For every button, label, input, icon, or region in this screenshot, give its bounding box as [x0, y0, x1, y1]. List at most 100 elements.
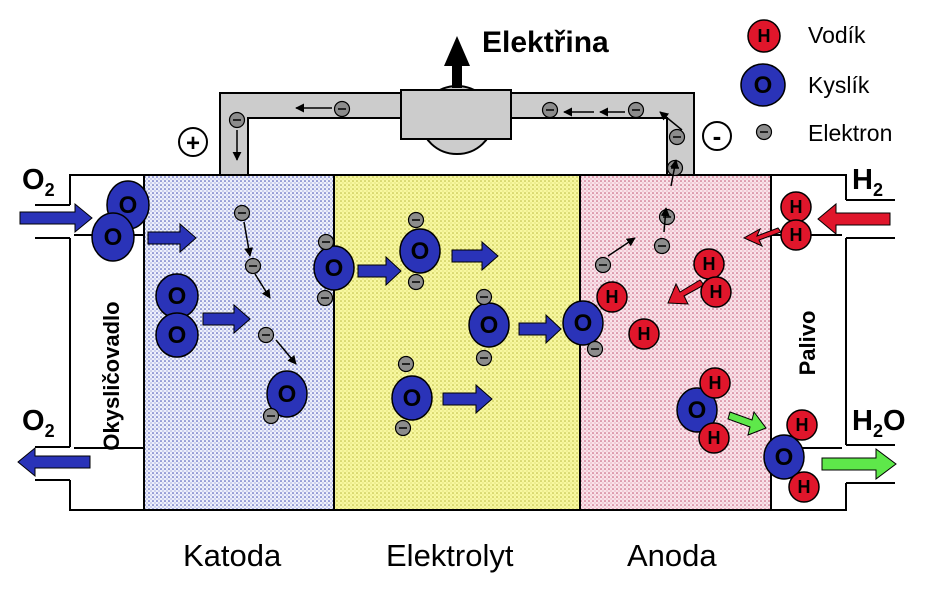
oxygen-atom: O	[676, 387, 718, 433]
cathode-label: Katoda	[183, 538, 282, 573]
legend-electron-icon	[755, 123, 773, 141]
electrons	[228, 100, 773, 437]
svg-text:O: O	[168, 322, 187, 349]
cathode-arrow-icon	[202, 303, 251, 335]
electron	[594, 256, 612, 274]
electrolyte-arrow-icon	[357, 255, 402, 287]
electrolyte-label: Elektrolyt	[386, 538, 514, 573]
cathode-arrow-icon	[147, 222, 197, 254]
electron	[653, 237, 671, 255]
electrolyte-zone	[333, 174, 581, 511]
svg-text:H: H	[710, 282, 723, 302]
h2-in-label: H2	[852, 164, 883, 200]
svg-text:H: H	[606, 287, 619, 307]
legend-oxygen-icon: O	[740, 63, 786, 107]
oxygen-atom: O	[155, 273, 199, 319]
electron	[228, 111, 246, 129]
o2-out-arrow-icon	[17, 446, 91, 478]
anode-zone	[579, 174, 772, 511]
legend-oxygen-label: Kyslík	[808, 72, 870, 98]
h2-in-arrow-icon	[817, 202, 891, 236]
electrolyte-arrow-icon	[518, 313, 562, 345]
svg-text:O: O	[119, 192, 138, 219]
oxygen-atom: O	[91, 212, 135, 262]
svg-text:O: O	[104, 224, 123, 251]
electron	[668, 128, 686, 146]
svg-text:O: O	[688, 397, 707, 424]
electron	[317, 233, 335, 251]
electron	[333, 100, 351, 118]
anode-label: Anoda	[627, 538, 717, 573]
electron	[407, 273, 425, 291]
svg-text:H: H	[703, 254, 716, 274]
water-arrow-icon	[727, 410, 767, 436]
hydrogen-atom: H	[699, 367, 731, 399]
electron	[658, 208, 676, 226]
negative-terminal-sign: -	[713, 121, 722, 151]
electricity-up-arrow-icon	[444, 36, 470, 88]
svg-text:O: O	[325, 255, 344, 282]
legend-hydrogen-icon: H	[747, 19, 781, 53]
svg-text:O: O	[278, 381, 297, 408]
o2-in-label: O2	[22, 164, 55, 200]
oxygen-atom: O	[399, 228, 441, 274]
h2o-out-label: H2O	[852, 405, 906, 441]
electron	[233, 204, 251, 222]
electron	[397, 355, 415, 373]
svg-text:H: H	[709, 373, 722, 393]
electrolyte-arrow-icon	[442, 383, 493, 415]
svg-text:O: O	[168, 283, 187, 310]
legend-hydrogen-label: Vodík	[808, 22, 866, 48]
electron	[262, 407, 280, 425]
svg-text:H: H	[790, 225, 803, 245]
electron	[407, 211, 425, 229]
o2-in-arrow-icon	[19, 202, 93, 234]
svg-text:H: H	[708, 428, 721, 448]
h2o-out-arrow-icon	[821, 448, 897, 480]
electrolyte-arrow-icon	[451, 240, 499, 272]
electron	[316, 289, 334, 307]
positive-terminal-sign: +	[186, 130, 200, 157]
svg-text:H: H	[790, 197, 803, 217]
hydrogen-atom: H	[788, 471, 820, 503]
svg-text:H: H	[796, 415, 809, 435]
o2-out-label: O2	[22, 405, 55, 441]
svg-text:O: O	[480, 312, 499, 339]
electron-path-arrows	[232, 103, 683, 365]
electron	[244, 257, 262, 275]
anode-h-arrow-icon	[742, 227, 782, 248]
negative-terminal: -	[702, 121, 732, 151]
electron	[627, 101, 645, 119]
fuel-channel-label: Palivo	[795, 310, 820, 376]
hydrogen-atom: H	[786, 409, 818, 441]
hydrogen-atom: H	[698, 422, 730, 454]
legend-electron-label: Elektron	[808, 120, 893, 146]
external-circuit	[219, 36, 695, 176]
oxygen-atom: O	[391, 375, 433, 421]
svg-text:H: H	[798, 477, 811, 497]
hydrogen-atom: H	[780, 191, 812, 223]
hydrogen-atom: H	[693, 248, 725, 280]
hydrogen-atom: H	[628, 318, 660, 350]
svg-text:O: O	[403, 385, 422, 412]
electron	[586, 340, 604, 358]
hydrogen-atom: H	[780, 219, 812, 251]
oxygen-atom: O	[562, 300, 604, 346]
oxygen-atom: O	[313, 245, 355, 291]
svg-text:O: O	[574, 310, 593, 337]
oxygen-atom: O	[155, 312, 199, 358]
oxygen-atom: O	[266, 370, 308, 418]
svg-text:O: O	[754, 72, 773, 99]
svg-text:H: H	[638, 324, 651, 344]
electron	[257, 326, 275, 344]
hydrogen-atom: H	[700, 276, 732, 308]
svg-text:H: H	[758, 26, 771, 46]
oxygen-atom: O	[763, 434, 805, 480]
svg-text:O: O	[411, 238, 430, 265]
positive-terminal: +	[178, 127, 208, 157]
electricity-title: Elektřina	[482, 26, 609, 59]
anode-h-arrow-icon	[667, 279, 705, 305]
flow-arrows	[17, 202, 897, 480]
